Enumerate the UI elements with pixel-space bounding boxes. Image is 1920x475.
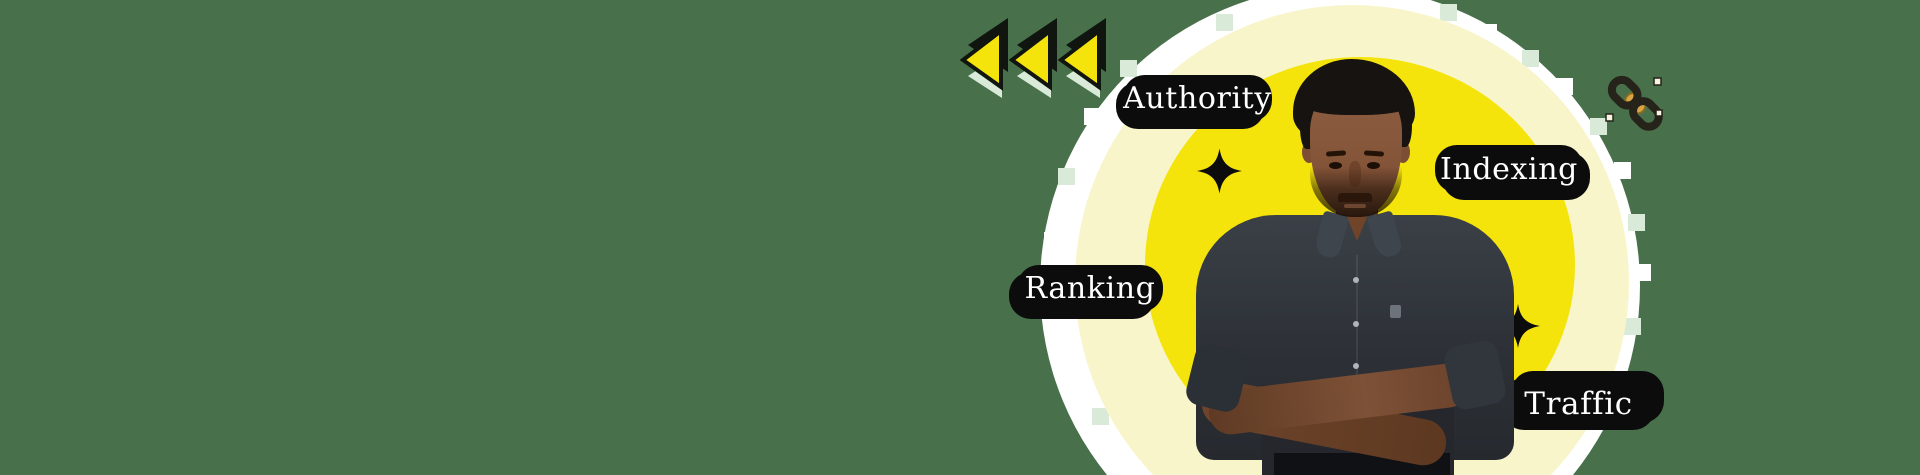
pixel-square (1628, 214, 1645, 231)
tag-ranking-label: Ranking (1024, 271, 1156, 306)
shirt-button (1353, 321, 1359, 327)
pixel-square (1590, 118, 1607, 135)
pixel-square (1440, 4, 1457, 21)
rewind-arrow-icon (1008, 18, 1057, 98)
hair-fringe (1306, 73, 1406, 115)
tag-indexing-label: Indexing (1440, 151, 1578, 187)
pixel-square (1624, 318, 1641, 335)
eye (1329, 162, 1342, 169)
mouth (1344, 204, 1366, 208)
pixel-square (1044, 232, 1061, 249)
rewind-arrow-icon (1057, 18, 1106, 98)
pixel-square (1120, 60, 1137, 77)
pixel-square (1092, 408, 1109, 425)
mustache (1338, 193, 1372, 202)
pixel-square (1480, 24, 1497, 41)
shirt-button (1353, 277, 1359, 283)
tag-traffic: Traffic (1502, 378, 1655, 430)
sparkle-bit (1605, 113, 1614, 122)
eye (1367, 162, 1380, 169)
tag-traffic-label: Traffic (1524, 386, 1633, 422)
sparkle-icon (1197, 148, 1242, 194)
man-photo (1150, 55, 1530, 475)
pixel-square (1216, 14, 1233, 31)
pixel-square (1522, 50, 1539, 67)
shirt-logo-patch (1390, 305, 1401, 318)
shirt-button (1353, 363, 1359, 369)
pixel-square (1556, 78, 1573, 95)
tag-authority: Authority (1123, 75, 1272, 122)
chain-link-icon (1605, 75, 1663, 131)
sparkle-icon (1496, 304, 1540, 348)
pixel-square (1084, 108, 1101, 125)
pixel-square (1634, 264, 1651, 281)
pixel-square (1062, 356, 1079, 373)
shirt-placket (1356, 255, 1358, 440)
rewind-arrows-icon (956, 16, 1106, 98)
pixel-square (1614, 162, 1631, 179)
rewind-arrow-icon (959, 18, 1008, 98)
tag-authority-label: Authority (1123, 81, 1272, 116)
tag-indexing: Indexing (1435, 145, 1583, 193)
pixel-square (1250, 2, 1267, 19)
pixel-square (1058, 168, 1075, 185)
tag-ranking: Ranking (1017, 265, 1163, 312)
sparkle-bit (1653, 77, 1662, 86)
sparkle-bit (1655, 109, 1663, 117)
pixel-square (1285, 0, 1302, 11)
nose (1349, 161, 1361, 187)
